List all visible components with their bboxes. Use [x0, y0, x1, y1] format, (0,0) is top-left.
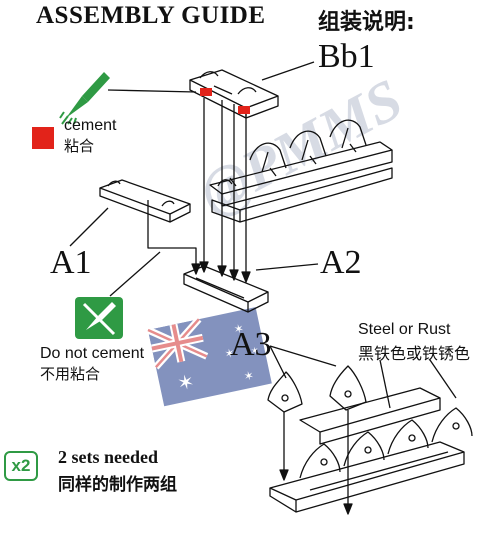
svg-text:✶: ✶ [232, 321, 245, 337]
finish-note: Steel or Rust [358, 321, 451, 338]
track-assembly-upper [209, 119, 393, 223]
part-label-a2: A2 [320, 244, 362, 281]
a1-leader-line [69, 207, 109, 247]
cement-color-swatch [32, 127, 54, 149]
finish-leader-line-2 [379, 359, 391, 409]
sets-needed-text: 2 sets needed [58, 447, 158, 467]
guide-title: ASSEMBLY GUIDE [36, 2, 266, 29]
part-a3-drawing [267, 365, 367, 413]
assembly-arrow-a1 [147, 200, 201, 275]
part-label-bb1: Bb1 [318, 38, 375, 75]
a2-leader-line [255, 263, 319, 271]
no-cement-leader-line [109, 251, 161, 297]
cement-leader-line [107, 89, 197, 93]
a3-leader-line-1 [269, 345, 287, 379]
glue-brush-icon [59, 72, 110, 125]
cement-spot-right [238, 106, 250, 114]
finish-leader-line-1 [429, 359, 457, 399]
part-bb1-drawing [189, 69, 279, 119]
cement-label: cement [64, 117, 117, 134]
cement-spot-left [200, 88, 212, 96]
finish-note-cn: 黑铁色或铁锈色 [358, 344, 471, 363]
svg-text:✶: ✶ [175, 371, 196, 396]
svg-text:✶: ✶ [242, 368, 255, 384]
a3-leader-line-2 [269, 345, 337, 367]
sets-badge: x2 [4, 451, 38, 481]
part-label-a1: A1 [50, 244, 92, 281]
assembly-arrows-a3 [279, 410, 353, 515]
cement-label-cn: 粘合 [64, 137, 95, 155]
track-assembly-lower [269, 387, 473, 513]
part-a1-drawing [99, 179, 191, 223]
part-label-a3: A3 [230, 326, 272, 363]
bb1-leader-line [261, 61, 315, 81]
svg-text:✶: ✶ [250, 345, 260, 358]
svg-text:✶: ✶ [223, 346, 236, 362]
no-cement-label: Do not cement [40, 345, 145, 362]
sets-needed-text-cn: 同样的制作两组 [58, 475, 177, 495]
no-glue-icon [75, 297, 123, 339]
assembly-arrows-bb1 [199, 98, 251, 283]
no-cement-label-cn: 不用粘合 [40, 365, 101, 383]
guide-title-cn: 组装说明: [318, 10, 415, 35]
australian-flag-icon: ✶ ✶ ✶ ✶ ✶ [146, 307, 272, 407]
